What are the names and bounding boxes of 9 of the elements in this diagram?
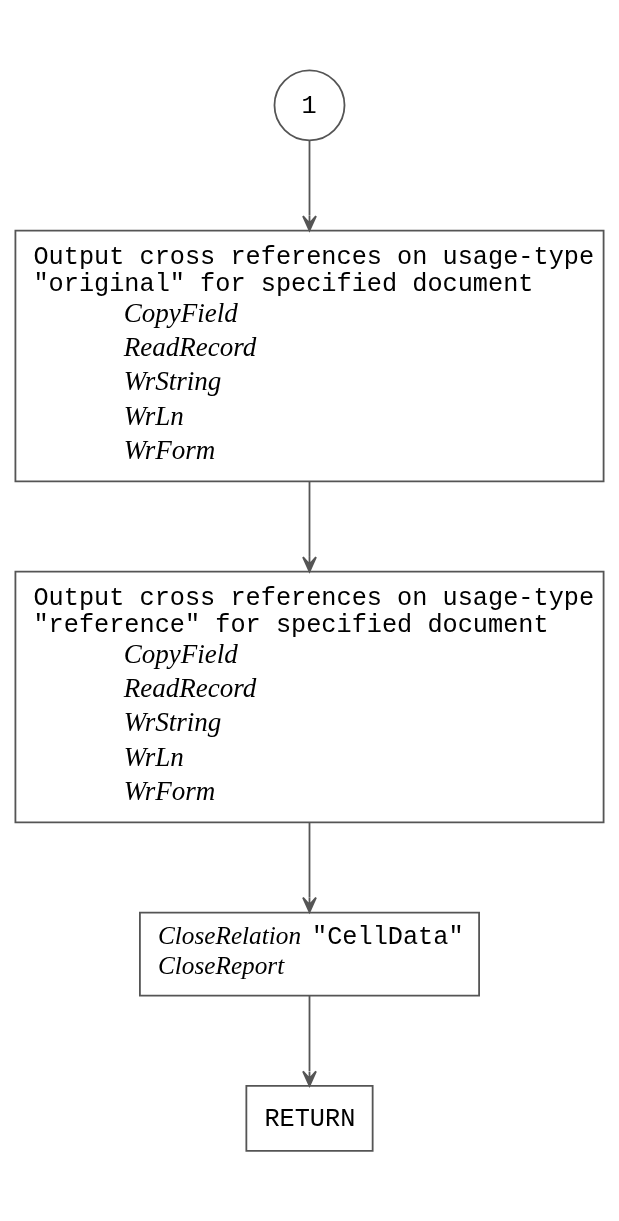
node-box: Output cross references on usage-type "original" for specified document CopyField ReadRecord WrString WrLn WrForm: [14, 229, 605, 483]
node-box: Output cross references on usage-type "reference" for specified document CopyField ReadRecord WrString WrLn WrForm: [14, 570, 605, 824]
node-circle: 1: [273, 69, 346, 142]
arrow: [302, 821, 317, 914]
arrow: [302, 480, 317, 573]
arrow: [302, 994, 317, 1087]
node-box: RETURN: [245, 1084, 374, 1152]
arrow: [302, 139, 317, 232]
node-box: CloseRelation "CellData" CloseReport: [139, 911, 480, 997]
